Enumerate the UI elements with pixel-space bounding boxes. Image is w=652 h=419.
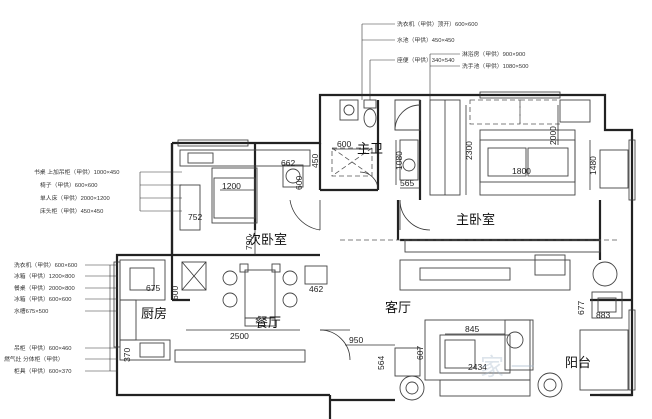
dim-600-bedroom: 600 xyxy=(294,176,304,190)
note-cabinet: 柜具（甲供）600×370 xyxy=(14,367,72,375)
note-fridge-small: 冰箱（甲供）600×600 xyxy=(14,295,72,303)
living-room-furniture xyxy=(340,239,620,401)
room-label-kitchen: 厨房 xyxy=(141,306,167,322)
dim-790: 790 xyxy=(244,236,254,250)
dim-675: 675 xyxy=(146,283,160,293)
note-desk: 书桌 上加吊柜（甲供）1000×450 xyxy=(34,168,120,176)
doors xyxy=(289,171,431,361)
room-label-master-bedroom: 主卧室 xyxy=(456,212,495,228)
dim-450: 450 xyxy=(310,154,320,168)
note-kitchen-washer: 洗衣机（甲供）600×600 xyxy=(14,261,77,269)
note-basin: 水槽675×500 xyxy=(14,307,48,315)
note-dining-table: 餐桌（甲供）2000×800 xyxy=(14,284,75,292)
kitchen-furniture xyxy=(119,259,306,363)
watermark: 家 一 xyxy=(480,354,535,381)
note-sink: 水池（甲供）450×450 xyxy=(397,36,455,44)
room-label-master-bath: 主卫 xyxy=(357,142,383,157)
dining-furniture xyxy=(222,263,328,327)
dim-1480: 1480 xyxy=(588,156,598,175)
note-toilet: 座便（甲供）340×540 xyxy=(397,56,455,64)
dim-1800: 1800 xyxy=(512,166,531,176)
dim-2434: 2434 xyxy=(468,362,487,372)
note-washbasin: 洗手池（甲供）1080×500 xyxy=(462,62,529,70)
dim-600-kitchen: 600 xyxy=(170,286,180,300)
leader-lines xyxy=(85,23,460,372)
dim-2300: 2300 xyxy=(464,141,474,160)
windows xyxy=(113,91,636,391)
master-bath-fixtures xyxy=(331,99,421,181)
note-fridge: 冰箱（甲供）1200×800 xyxy=(14,272,75,280)
dim-600: 600 xyxy=(337,139,351,149)
note-single-bed: 单人床（甲供）2000×1200 xyxy=(40,194,110,202)
note-wall-cabinet: 吊柜（甲供）600×460 xyxy=(14,344,72,352)
note-washer: 洗衣机（甲供）顶开）600×600 xyxy=(397,20,478,28)
note-nightstand: 床头柜（甲供）450×450 xyxy=(40,207,103,215)
dim-2000: 2000 xyxy=(548,126,558,145)
dim-752: 752 xyxy=(188,212,202,222)
dim-677: 677 xyxy=(576,301,586,315)
dim-607: 607 xyxy=(415,346,425,360)
room-label-dining-room: 餐厅 xyxy=(255,315,281,331)
note-chair: 椅子（甲供）600×600 xyxy=(40,181,98,189)
dim-370: 370 xyxy=(122,348,132,362)
dim-662: 662 xyxy=(281,158,295,168)
dimension-lines xyxy=(186,105,591,346)
dim-2500: 2500 xyxy=(230,331,249,341)
dim-883: 883 xyxy=(596,310,610,320)
dim-1200: 1200 xyxy=(222,181,241,191)
master-bedroom-furniture xyxy=(404,99,629,276)
note-gas-stove: 燃气灶 分体柜（甲供） xyxy=(4,355,64,363)
second-bedroom-furniture xyxy=(179,149,311,231)
dim-1080: 1080 xyxy=(394,151,404,170)
room-label-second-bedroom: 次卧室 xyxy=(248,232,287,248)
dim-462: 462 xyxy=(309,284,323,294)
dim-565: 565 xyxy=(400,178,414,188)
room-label-balcony: 阳台 xyxy=(565,356,591,371)
balcony-furniture xyxy=(579,261,629,391)
dim-845: 845 xyxy=(465,324,479,334)
dim-564: 564 xyxy=(376,356,386,370)
note-shower: 淋浴房（甲供）900×900 xyxy=(462,50,525,58)
dim-950: 950 xyxy=(349,335,363,345)
room-label-living-room: 客厅 xyxy=(385,300,411,316)
